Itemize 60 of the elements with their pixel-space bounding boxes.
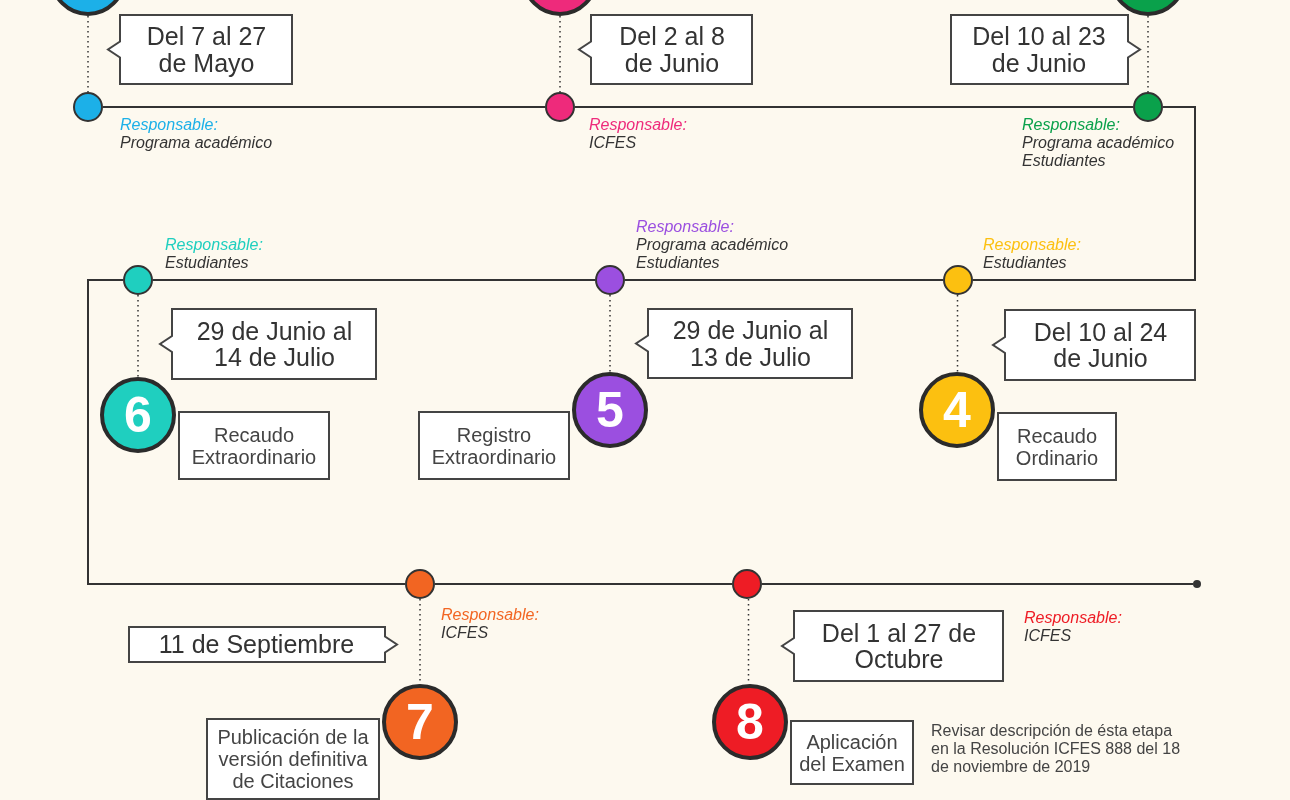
timeline-dot — [123, 265, 153, 295]
timeline-line — [102, 106, 546, 108]
stage-box: Recaudo Ordinario — [997, 412, 1117, 481]
timeline-dot — [545, 92, 575, 122]
responsible-heading: Responsable: — [589, 116, 687, 134]
responsible-heading: Responsable: — [1024, 609, 1122, 627]
timeline-dot — [405, 569, 435, 599]
responsible-heading: Responsable: — [165, 236, 263, 254]
responsible-name: Estudiantes — [165, 254, 249, 272]
date-callout: Del 10 al 24 de Junio — [991, 309, 1196, 381]
timeline-line — [434, 583, 733, 585]
responsible-name: Programa académico — [636, 236, 789, 254]
date-callout: 29 de Junio al 13 de Julio — [634, 308, 853, 379]
dotted-line — [137, 294, 139, 378]
timeline-line — [574, 106, 1134, 108]
dotted-line — [559, 15, 561, 93]
responsible-heading: Responsable: — [636, 218, 734, 236]
step-number-circle: 4 — [919, 372, 995, 448]
responsible-name: Estudiantes — [636, 254, 720, 272]
responsible-heading: Responsable: — [441, 606, 539, 624]
stage-box: Aplicación del Examen — [790, 720, 914, 785]
note-text: Revisar descripción de ésta etapa en la Resolución ICFES 888 del 18 de noviembre de 2019 — [931, 722, 1182, 776]
timeline-line — [624, 279, 944, 281]
timeline-dot — [943, 265, 973, 295]
dotted-line — [1147, 15, 1149, 93]
responsible-name: ICFES — [589, 134, 637, 152]
date-callout: Del 1 al 27 de Octubre — [780, 610, 1004, 682]
step-number-circle: 6 — [100, 377, 176, 453]
timeline-dot — [1133, 92, 1163, 122]
responsible-name: Programa académico — [120, 134, 273, 152]
timeline-line — [87, 279, 406, 585]
responsible-name: Estudiantes — [983, 254, 1067, 272]
stage-box: Registro Extraordinario — [418, 411, 570, 480]
dotted-line — [956, 294, 959, 373]
stage-box: Publicación de la versión definitiva de Citaciones — [206, 718, 380, 800]
timeline-dot — [73, 92, 103, 122]
step-number-circle: 7 — [382, 684, 458, 760]
date-callout: Del 10 al 23 de Junio — [950, 14, 1142, 85]
timeline-dot — [595, 265, 625, 295]
date-callout: Del 2 al 8 de Junio — [577, 14, 753, 85]
timeline-line — [761, 583, 1194, 585]
step-number-circle: 8 — [712, 684, 788, 760]
dotted-line — [87, 15, 89, 93]
stage-box: Recaudo Extraordinario — [178, 411, 330, 480]
responsible-heading: Responsable: — [1022, 116, 1120, 134]
responsible-heading: Responsable: — [983, 236, 1081, 254]
timeline-end-dot — [1193, 580, 1201, 588]
dotted-line — [609, 294, 611, 373]
responsible-name: ICFES — [1024, 627, 1072, 645]
date-callout: Del 7 al 27 de Mayo — [106, 14, 293, 85]
responsible-heading: Responsable: — [120, 116, 218, 134]
date-callout: 11 de Septiembre — [128, 626, 399, 663]
date-callout: 29 de Junio al 14 de Julio — [158, 308, 377, 380]
responsible-name: Estudiantes — [1022, 152, 1106, 170]
timeline-line — [972, 106, 1196, 281]
responsible-name: ICFES — [441, 624, 489, 642]
timeline-dot — [732, 569, 762, 599]
step-number-circle: 5 — [572, 372, 648, 448]
responsible-name: Programa académico — [1022, 134, 1175, 152]
timeline-line — [152, 279, 596, 281]
